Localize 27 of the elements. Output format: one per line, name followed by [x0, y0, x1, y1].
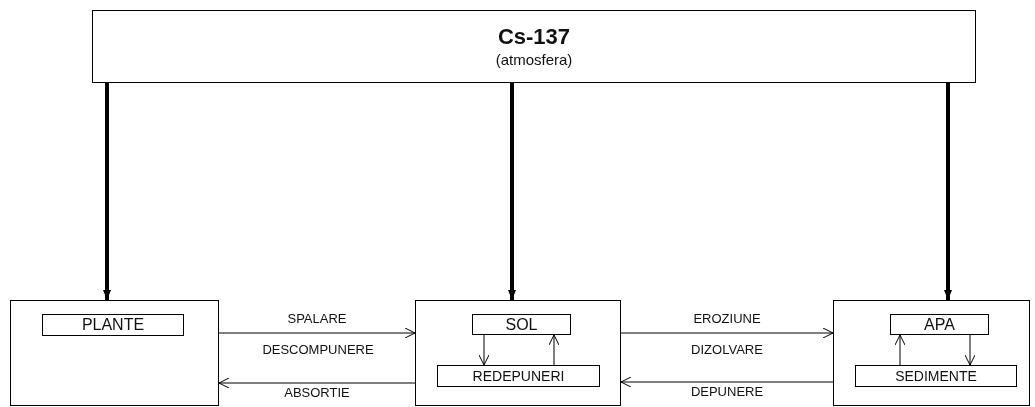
arrow	[508, 83, 516, 300]
arrow	[218, 327, 416, 339]
arrow	[894, 334, 906, 366]
component-box: SOL	[472, 314, 571, 335]
process-label: DIZOLVARE	[689, 343, 765, 357]
arrow	[478, 334, 490, 366]
arrow	[944, 83, 952, 300]
arrow	[620, 327, 834, 339]
source-box	[92, 10, 976, 83]
edge-label: SPALARE	[285, 312, 349, 326]
arrow	[218, 377, 416, 389]
compartment-box	[415, 300, 621, 406]
subtitle-text: (atmosfera)	[494, 51, 574, 68]
component-box: APA	[890, 314, 989, 335]
compartment-box	[10, 300, 219, 406]
component-box: REDEPUNERI	[437, 365, 600, 387]
arrow	[964, 334, 976, 366]
arrow	[620, 376, 834, 388]
edge-label: EROZIUNE	[691, 312, 763, 326]
compartment-box	[833, 300, 1030, 406]
component-box: PLANTE	[42, 314, 184, 336]
title-text: Cs-137	[496, 24, 572, 50]
edge-label: ABSORTIE	[282, 386, 352, 400]
arrow	[548, 334, 560, 366]
process-label: DESCOMPUNERE	[260, 343, 376, 357]
component-box: SEDIMENTE	[855, 365, 1017, 387]
arrow	[103, 83, 111, 300]
